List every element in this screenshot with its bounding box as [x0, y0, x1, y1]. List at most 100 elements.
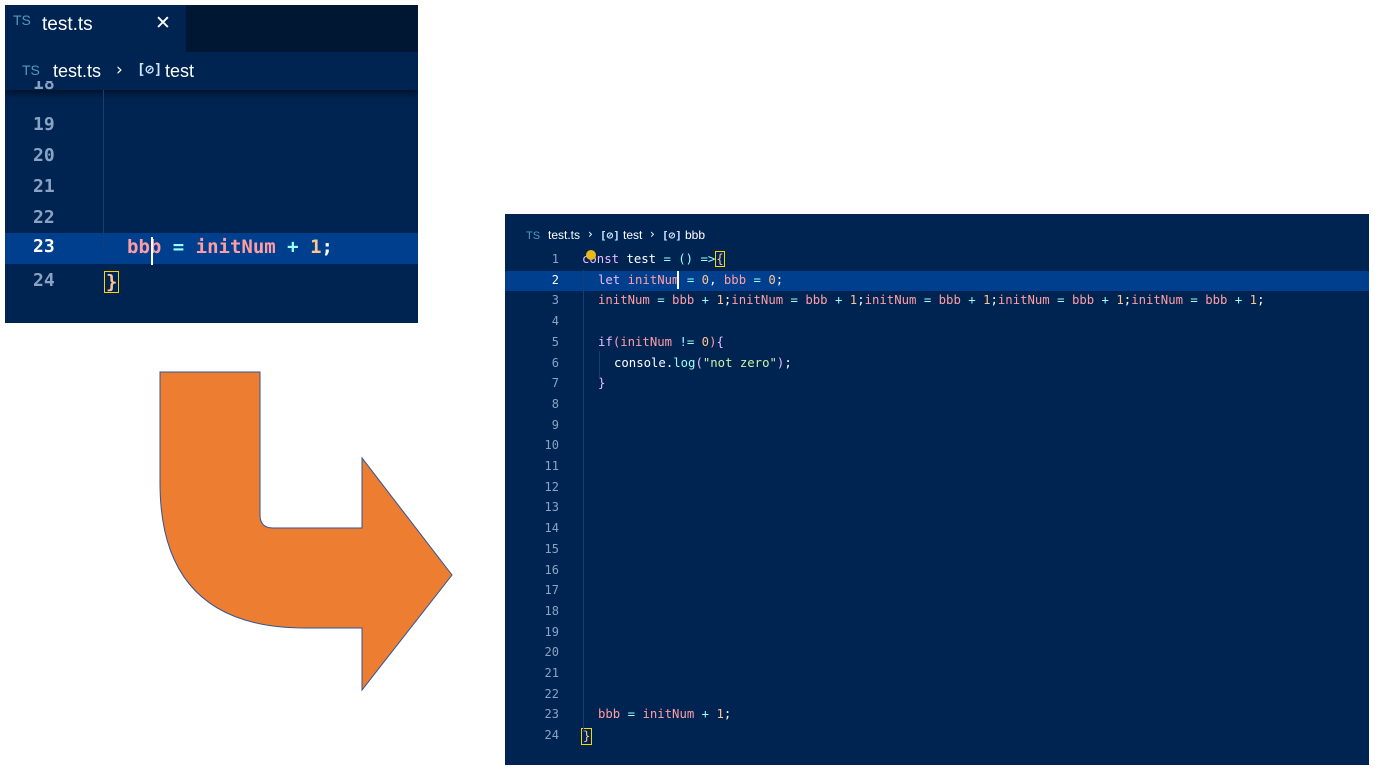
breadcrumb-file[interactable]: test.ts [548, 228, 581, 242]
code-line[interactable]: 16 [505, 561, 1369, 582]
code-line[interactable]: 11 [505, 457, 1369, 478]
code-line[interactable]: 24} [505, 726, 1369, 747]
breadcrumb: TS test.ts › [⊘] test › [⊘] bbb [505, 214, 1369, 242]
line-number: 6 [551, 355, 559, 370]
typescript-file-icon: TS [13, 12, 31, 28]
close-icon[interactable]: ✕ [155, 12, 171, 34]
code-text[interactable]: let initNum = 0, bbb = 0; [598, 272, 784, 287]
code-line[interactable]: 6 console.log("not zero"); [505, 354, 1369, 375]
line-number: 17 [544, 583, 559, 598]
line-number: 13 [544, 500, 559, 515]
typescript-file-icon: TS [526, 230, 541, 242]
code-line[interactable]: 4 [505, 312, 1369, 333]
chevron-right-icon: › [588, 227, 593, 241]
variable-symbol-icon: [⊘] [662, 229, 682, 242]
arrow-shape [159, 371, 453, 692]
code-line[interactable]: 5 if(initNum != 0){ [505, 333, 1369, 354]
line-number: 20 [544, 645, 559, 660]
code-line[interactable]: 7} [505, 374, 1369, 395]
large-editor-window: TS test.ts › [⊘] test › [⊘] bbb 1 const t… [505, 214, 1369, 765]
code-line[interactable]: 9 [505, 416, 1369, 437]
code-line[interactable]: 12 [505, 478, 1369, 499]
line-number: 23 [544, 707, 559, 722]
line-number: 1 [551, 252, 559, 266]
line-number: 5 [551, 334, 559, 349]
indent-guide [103, 90, 104, 247]
line-number: 8 [551, 396, 559, 411]
code-text[interactable]: } [598, 376, 606, 391]
code-line[interactable]: 14 [505, 519, 1369, 540]
code-line[interactable]: 10 [505, 436, 1369, 457]
line-number: 20 [33, 145, 55, 166]
code-line[interactable]: 20 [505, 643, 1369, 664]
breadcrumb-symbol[interactable]: test [165, 61, 195, 81]
code-text[interactable]: console.log("not zero"); [614, 355, 792, 370]
line-number: 21 [33, 176, 55, 197]
code-line[interactable]: 22 [505, 685, 1369, 706]
breadcrumb-symbol-test[interactable]: test [623, 228, 643, 242]
breadcrumb-file[interactable]: test.ts [53, 61, 102, 81]
line-number: 18 [544, 603, 559, 618]
variable-symbol-icon: [⊘] [600, 229, 620, 242]
line-number: 22 [33, 207, 55, 228]
line-number: 15 [544, 541, 559, 556]
indent-guide [583, 270, 584, 732]
tab-test-ts[interactable]: TS test.ts ✕ [5, 5, 186, 52]
breadcrumb-symbol-bbb[interactable]: bbb [685, 228, 706, 242]
code-line[interactable]: 8 [505, 395, 1369, 416]
line-number: 3 [551, 293, 559, 308]
line-number: 23 [33, 236, 55, 257]
line-number: 2 [551, 272, 559, 287]
breadcrumb: TS test.ts › [⊘] test [5, 52, 418, 90]
tab-bar: TS test.ts ✕ [5, 5, 418, 52]
line-number: 22 [544, 686, 559, 701]
code-line: 18 [5, 81, 418, 95]
line-number: 12 [544, 479, 559, 494]
line-number: 19 [33, 114, 55, 135]
line-number: 24 [544, 728, 559, 743]
line-number: 11 [544, 459, 559, 473]
line-number: 9 [551, 417, 559, 432]
line-number: 21 [544, 666, 559, 680]
lightbulb-icon[interactable] [586, 250, 596, 260]
matching-brace[interactable]: } [104, 271, 120, 293]
typescript-file-icon: TS [22, 62, 40, 78]
code-line: 21 [5, 173, 418, 204]
code-line: 24 } [5, 267, 418, 298]
code-line[interactable]: 21 [505, 664, 1369, 685]
code-text[interactable]: initNum = bbb + 1;initNum = bbb + 1;init… [598, 293, 1265, 308]
code-line[interactable]: 17 [505, 581, 1369, 602]
code-line[interactable]: 23 bbb = initNum + 1; [505, 705, 1369, 726]
tab-label: test.ts [42, 14, 93, 35]
code-line[interactable]: 3 initNum = bbb + 1;initNum = bbb + 1;ini… [505, 291, 1369, 312]
chevron-right-icon: › [650, 227, 655, 241]
code-line: 20 [5, 142, 418, 173]
code-line: 19 [5, 111, 418, 142]
text-cursor [151, 237, 153, 265]
code-line[interactable]: 15 [505, 540, 1369, 561]
line-number: 19 [544, 624, 559, 639]
line-number: 10 [544, 438, 559, 453]
line-number: 18 [33, 81, 55, 94]
line-number: 16 [544, 562, 559, 577]
code-line[interactable]: 1 const test = () =>{ [505, 250, 1369, 271]
code-text[interactable]: bbb = initNum + 1; [598, 707, 732, 722]
variable-symbol-icon: [⊘] [137, 62, 163, 78]
line-number: 14 [544, 521, 559, 536]
indent-guide [599, 351, 600, 378]
matching-brace[interactable]: } [581, 728, 593, 746]
code-line: 22 [5, 204, 418, 235]
line-number: 24 [33, 270, 55, 291]
text-cursor [677, 271, 679, 289]
current-line[interactable]: 2 let initNum = 0, bbb = 0; [505, 270, 1369, 292]
line-number: 4 [551, 314, 559, 329]
chevron-right-icon: › [116, 60, 123, 80]
code-line[interactable]: 13 [505, 498, 1369, 519]
code-line[interactable]: 19 [505, 623, 1369, 644]
small-editor-window: TS test.ts ✕ TS test.ts › [⊘] test 18 19… [5, 5, 418, 323]
code-text[interactable]: const test = () =>{ [582, 251, 725, 267]
line-number: 7 [551, 376, 559, 391]
code-text[interactable]: if(initNum != 0){ [598, 334, 724, 349]
code-line[interactable]: 18 [505, 602, 1369, 623]
